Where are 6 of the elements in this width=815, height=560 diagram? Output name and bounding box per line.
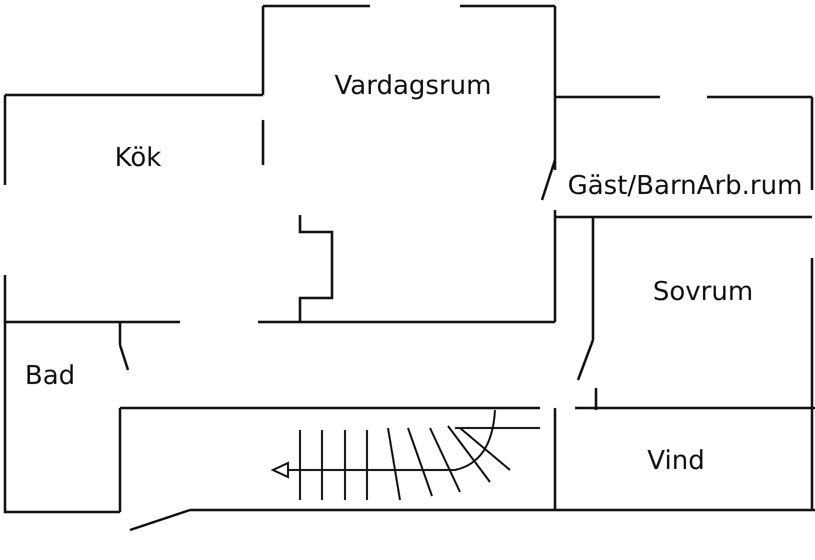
- room-label: Kök: [114, 145, 162, 171]
- room-label: Sovrum: [652, 279, 754, 305]
- room-label: Bad: [24, 363, 76, 389]
- room-label: Gäst/BarnArb.rum: [568, 173, 802, 199]
- room-label: Vardagsrum: [334, 73, 492, 99]
- room-label: Vind: [647, 448, 705, 474]
